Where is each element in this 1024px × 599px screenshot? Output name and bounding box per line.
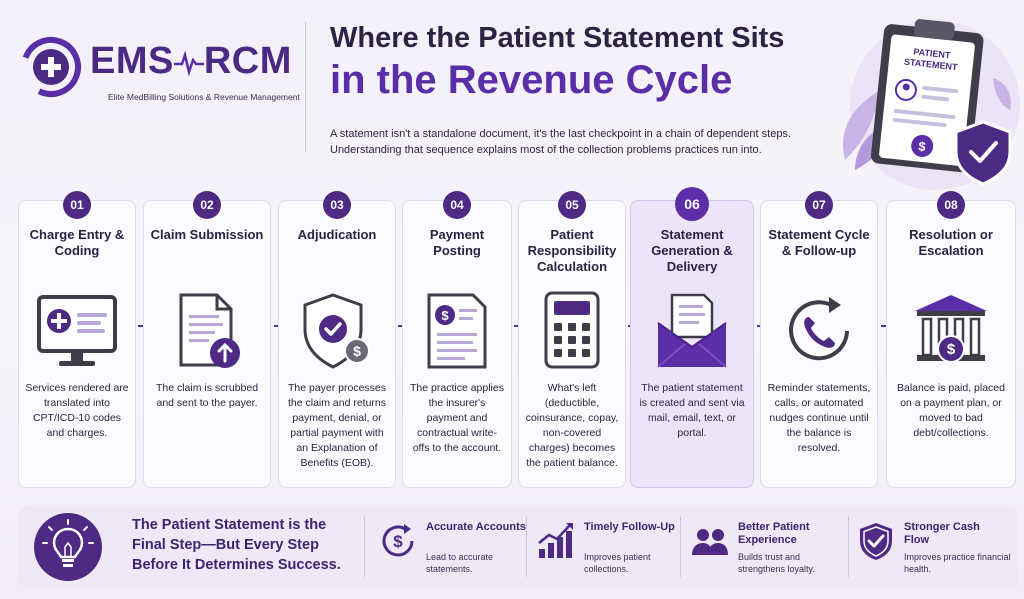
step-card-07: 07 Statement Cycle & Follow-up Reminder … — [760, 191, 878, 488]
step-number: 07 — [805, 191, 833, 219]
step-number: 05 — [558, 191, 586, 219]
step-number: 02 — [193, 191, 221, 219]
step-number: 08 — [937, 191, 965, 219]
benefit-better-patient-experience: Better Patient Experience Builds trust a… — [690, 517, 845, 581]
footer-divider — [364, 517, 365, 577]
step-number: 01 — [63, 191, 91, 219]
benefit-stronger-cash-flow: Stronger Cash Flow Improves practice fin… — [856, 517, 1014, 581]
step-title: Charge Entry & Coding — [29, 227, 125, 258]
svg-text:PATIENT: PATIENT — [913, 47, 952, 61]
envelope-icon — [657, 293, 727, 368]
benefit-text: Improves practice financial health. — [904, 552, 1011, 574]
svg-text:$: $ — [353, 343, 361, 359]
step-card-05: 05 Patient Responsibility Calculation Wh… — [518, 191, 626, 488]
people-icon — [692, 529, 728, 555]
document-upload-icon — [179, 293, 240, 368]
heartbeat-icon — [173, 50, 204, 76]
step-card-04: 04 Payment Posting $ The practice applie… — [402, 191, 512, 488]
growth-chart-icon — [538, 523, 573, 558]
step-description: Services rendered are translated into CP… — [25, 382, 129, 439]
step-card-02: 02 Claim Submission The claim is scrubbe… — [143, 191, 271, 488]
calculator-icon — [544, 291, 600, 369]
svg-text:$: $ — [947, 341, 956, 358]
step-description: The payer processes the claim and return… — [287, 382, 387, 469]
step-title: Statement Cycle & Follow-up — [768, 227, 870, 258]
shield-check-icon: $ — [303, 293, 370, 369]
step-card-03: 03 Adjudication $ The payer processes th… — [278, 191, 396, 488]
page-subtitle: A statement isn't a standalone document,… — [330, 128, 791, 156]
step-description: What's left (deductible, coinsurance, co… — [525, 382, 619, 469]
benefit-accurate-accounts: $ Accurate Accounts Lead to accurate sta… — [378, 517, 528, 581]
phone-cycle-icon — [789, 297, 849, 361]
step-number: 04 — [443, 191, 471, 219]
benefit-title: Better Patient Experience — [738, 521, 810, 546]
footer-divider — [680, 517, 681, 577]
header-divider — [305, 22, 306, 152]
shield-check-icon — [860, 523, 892, 560]
dollar-cycle-icon: $ — [382, 524, 414, 557]
page-title-line1: Where the Patient Statement Sits — [330, 22, 785, 54]
brand-tagline: Elite MedBilling Solutions & Revenue Man… — [108, 92, 300, 102]
benefit-text: Improves patient collections. — [584, 552, 651, 574]
step-number: 03 — [323, 191, 351, 219]
benefit-title: Accurate Accounts — [426, 521, 526, 533]
step-number: 06 — [675, 187, 709, 221]
step-description: Reminder statements, calls, or automated… — [767, 382, 871, 454]
step-description: The practice applies the insurer's payme… — [410, 382, 504, 454]
benefit-text: Builds trust and strengthens loyalty. — [738, 552, 815, 574]
step-title: Claim Submission — [150, 227, 264, 242]
step-description: Balance is paid, placed on a payment pla… — [897, 382, 1005, 439]
step-card-08: 08 Resolution or Escalation $ Balance is… — [886, 191, 1016, 488]
step-description: The patient statement is created and sen… — [639, 382, 745, 439]
lightbulb-icon — [34, 513, 102, 581]
computer-monitor-icon — [37, 295, 117, 366]
revenue-cycle-steps: 01 Charge Entry & Coding Services render… — [18, 187, 1018, 495]
medical-cross-logo-icon — [21, 37, 81, 97]
benefit-title: Stronger Cash Flow — [904, 521, 980, 546]
patient-statement-clipboard-illustration: PATIENT STATEMENT $ — [843, 19, 1020, 190]
step-title: Patient Responsibility Calculation — [527, 227, 617, 274]
svg-text:$: $ — [441, 308, 449, 323]
footer-divider — [848, 517, 849, 577]
step-card-06: 06 Statement Generation & Delivery The p… — [630, 187, 754, 488]
page-title-line2: in the Revenue Cycle — [330, 58, 733, 102]
step-description: The claim is scrubbed and sent to the pa… — [155, 382, 259, 409]
svg-text:$: $ — [918, 139, 928, 155]
step-title: Payment Posting — [429, 227, 485, 258]
payment-document-icon: $ — [427, 293, 487, 369]
bank-icon: $ — [915, 295, 987, 363]
step-card-01: 01 Charge Entry & Coding Services render… — [18, 191, 136, 488]
benefit-text: Lead to accurate statements. — [426, 552, 494, 574]
benefit-timely-follow-up: Timely Follow-Up Improves patient collec… — [536, 517, 676, 581]
step-title: Statement Generation & Delivery — [651, 227, 733, 274]
footer-divider — [526, 517, 527, 577]
footer-main-message: The Patient Statement is the Final Step—… — [132, 517, 341, 573]
footer-banner: The Patient Statement is the Final Step—… — [18, 505, 1018, 589]
step-title: Resolution or Escalation — [909, 227, 993, 258]
benefit-title: Timely Follow-Up — [584, 521, 675, 533]
svg-text:$: $ — [393, 532, 403, 551]
step-title: Adjudication — [297, 227, 377, 242]
